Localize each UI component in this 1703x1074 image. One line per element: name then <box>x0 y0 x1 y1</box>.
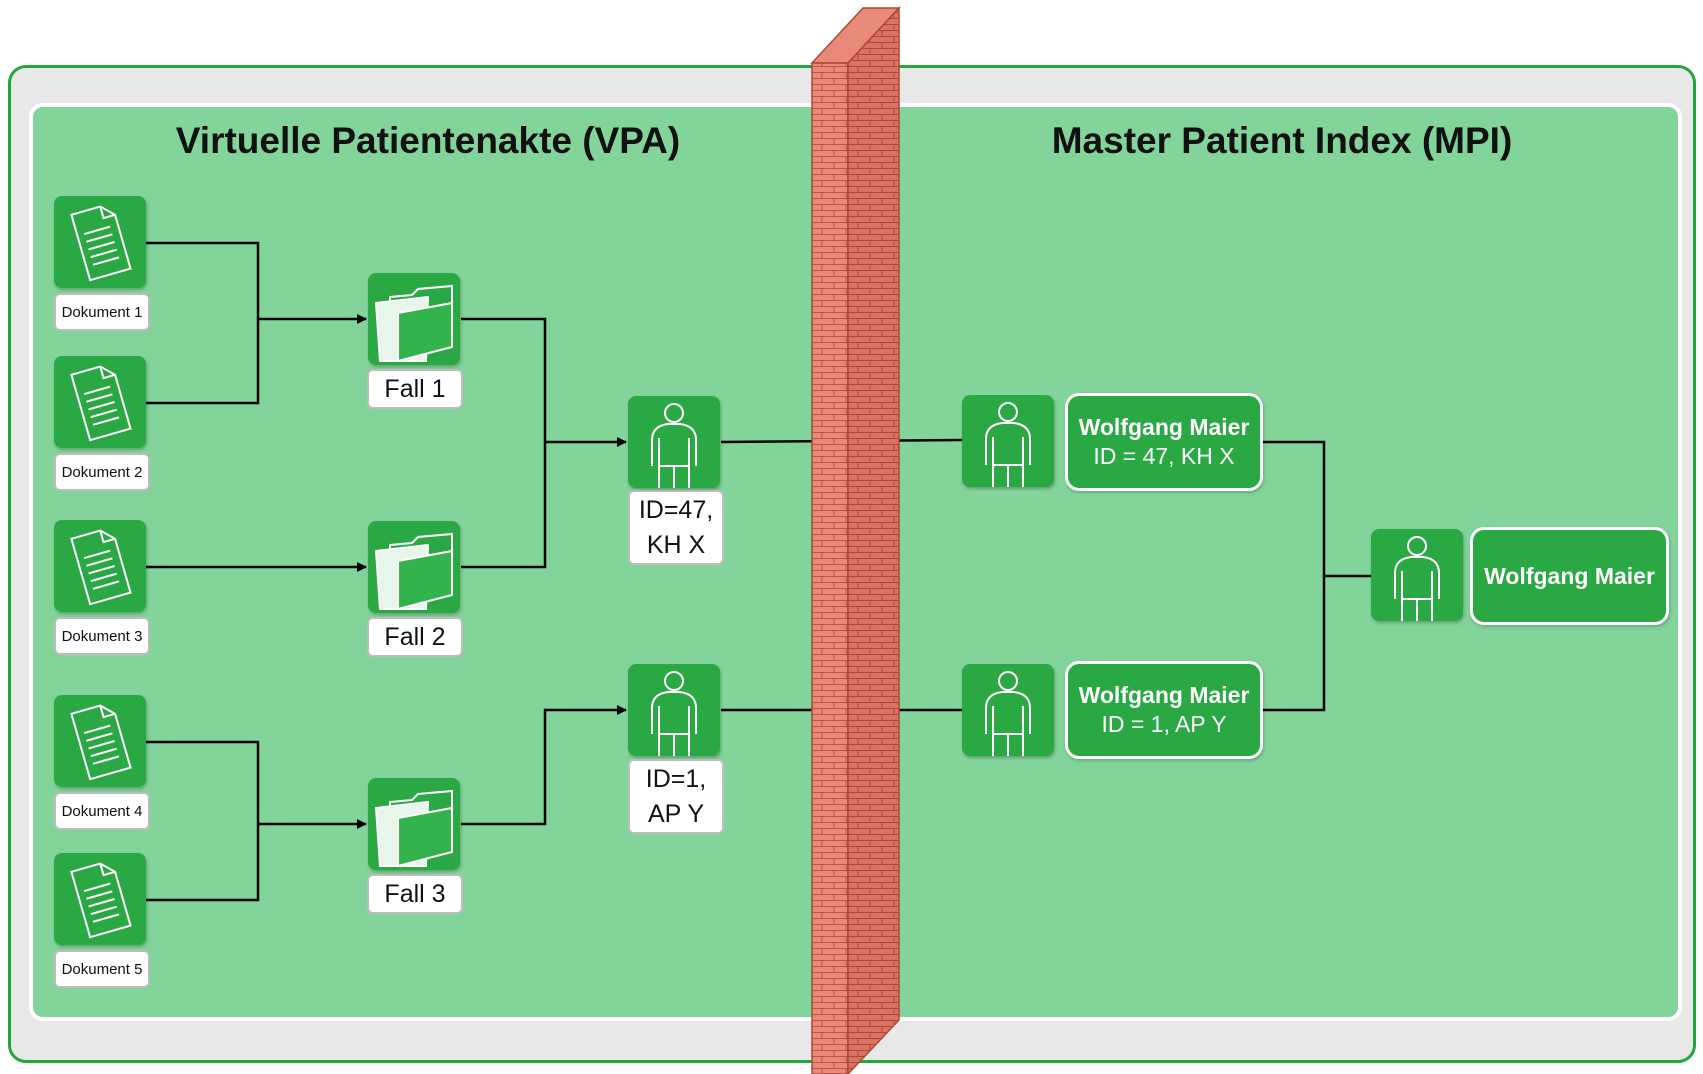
person-icon <box>651 403 697 488</box>
case-label-2: Fall 2 <box>367 617 463 657</box>
patient-origin-line: AP Y <box>647 799 705 828</box>
vpa-patient-id-47: ID=47, KH X <box>628 490 724 565</box>
case-tile-2 <box>368 521 460 613</box>
merged-patient-name: Wolfgang Maier <box>1484 562 1655 589</box>
person-icon <box>985 402 1031 487</box>
document-icon <box>70 529 132 606</box>
document-icon <box>70 365 132 442</box>
person-icon <box>1394 536 1440 621</box>
folder-icon <box>374 284 453 363</box>
document-icon <box>70 862 132 939</box>
wall-top <box>810 7 901 64</box>
mpi-entry-name: Wolfgang Maier <box>1078 414 1250 441</box>
vpa-title: Virtuelle Patientenakte (VPA) <box>175 120 681 161</box>
person-icon <box>651 671 697 756</box>
mpi-title: Master Patient Index (MPI) <box>1051 120 1513 161</box>
document-label-1: Dokument 1 <box>54 293 150 331</box>
mpi-patient-tile-2 <box>962 664 1054 756</box>
document-icon <box>70 704 132 781</box>
document-label-2: Dokument 2 <box>54 453 150 491</box>
vpa-patient-tile-1 <box>628 664 720 756</box>
person-icon <box>985 671 1031 756</box>
vpa-patient-tile-47 <box>628 396 720 488</box>
document-tile-2 <box>54 356 146 448</box>
mpi-entry-name: Wolfgang Maier <box>1078 682 1250 709</box>
case-label-1: Fall 1 <box>367 369 463 409</box>
case-tile-3 <box>368 778 460 870</box>
case-label-3: Fall 3 <box>367 874 463 914</box>
patient-id-line: ID=47, <box>638 495 714 524</box>
case-tile-1 <box>368 273 460 365</box>
document-tile-4 <box>54 695 146 787</box>
patient-id-line: ID=1, <box>645 764 707 793</box>
folder-icon <box>374 532 453 611</box>
patient-origin-line: KH X <box>646 530 706 559</box>
merged-patient-name-box: Wolfgang Maier <box>1470 527 1669 625</box>
mpi-entry-1: Wolfgang Maier ID = 47, KH X <box>1065 393 1263 491</box>
document-tile-5 <box>54 853 146 945</box>
document-label-4: Dokument 4 <box>54 792 150 830</box>
mpi-entry-detail: ID = 47, KH X <box>1093 443 1235 469</box>
document-tile-1 <box>54 196 146 288</box>
document-label-5: Dokument 5 <box>54 950 150 988</box>
document-label-3: Dokument 3 <box>54 617 150 655</box>
folder-icon <box>374 789 453 868</box>
mpi-entry-2: Wolfgang Maier ID = 1, AP Y <box>1065 661 1263 759</box>
mpi-entry-detail: ID = 1, AP Y <box>1101 711 1227 737</box>
document-icon <box>70 205 132 282</box>
mpi-patient-tile-1 <box>962 395 1054 487</box>
vpa-patient-id-1: ID=1, AP Y <box>628 759 724 834</box>
merged-patient-tile <box>1371 529 1463 621</box>
document-tile-3 <box>54 520 146 612</box>
